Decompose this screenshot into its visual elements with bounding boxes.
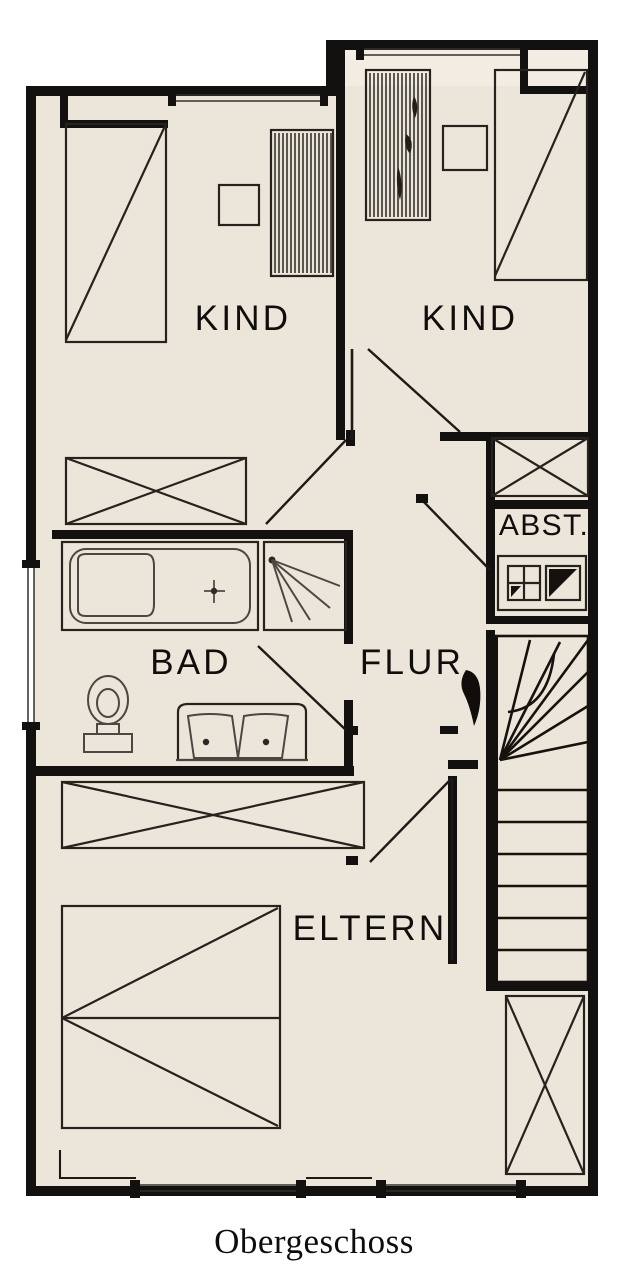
- shower: [262, 540, 348, 632]
- stair-direction-arrow: [461, 670, 481, 726]
- door-kind-left: [265, 439, 347, 525]
- caption-text: Obergeschoss: [214, 1222, 414, 1261]
- closet-x-kind-left: [64, 456, 248, 526]
- window-top-left: [168, 90, 328, 106]
- paper-fill: [34, 40, 596, 1191]
- closet-x-abst: [490, 436, 590, 498]
- room-label-kind-left: KIND: [195, 299, 291, 338]
- closet-x-below-stairs: [504, 994, 586, 1176]
- room-label-kind-right: KIND: [422, 299, 518, 338]
- wardrobe-kind-right: [364, 68, 432, 222]
- wardrobe-x-eltern: [60, 780, 366, 850]
- door-kind-right: [350, 348, 461, 440]
- door-eltern: [369, 777, 453, 863]
- exterior-walls: [22, 40, 598, 1196]
- door-abst: [421, 499, 491, 571]
- room-labels: KIND KIND BAD FLUR ABST. ELTERN: [150, 299, 589, 948]
- room-label-flur: FLUR: [360, 643, 464, 682]
- room-label-abst: ABST.: [499, 509, 589, 542]
- bathtub: [60, 540, 260, 632]
- nightstand-kind-right: [441, 124, 489, 172]
- bed-kind-right: [493, 68, 589, 282]
- kind-right-furniture: [364, 68, 590, 498]
- bed-kind-left: [64, 122, 168, 344]
- wardrobe-kind-left: [269, 128, 335, 278]
- room-label-bad: BAD: [150, 643, 232, 682]
- kind-left-furniture: [64, 122, 335, 526]
- doors: [257, 348, 491, 865]
- dryer-symbol: [544, 564, 582, 602]
- eltern-furniture: [60, 780, 366, 1130]
- bad-fixtures: [60, 540, 348, 762]
- washer-symbol: [506, 564, 542, 602]
- toilet: [83, 675, 133, 753]
- abst-appliances: [496, 554, 588, 612]
- double-bed-eltern: [60, 904, 282, 1130]
- room-label-eltern: ELTERN: [293, 909, 448, 948]
- caption: Obergeschoss: [0, 1224, 628, 1259]
- double-sink-vanity: [176, 702, 308, 762]
- windows-bottom: [58, 1150, 526, 1198]
- nightstand-kind-left: [217, 183, 261, 227]
- top-right-ledge: [520, 50, 590, 94]
- window-left: [27, 566, 35, 726]
- door-bad: [257, 645, 349, 733]
- staircase: [461, 634, 590, 1176]
